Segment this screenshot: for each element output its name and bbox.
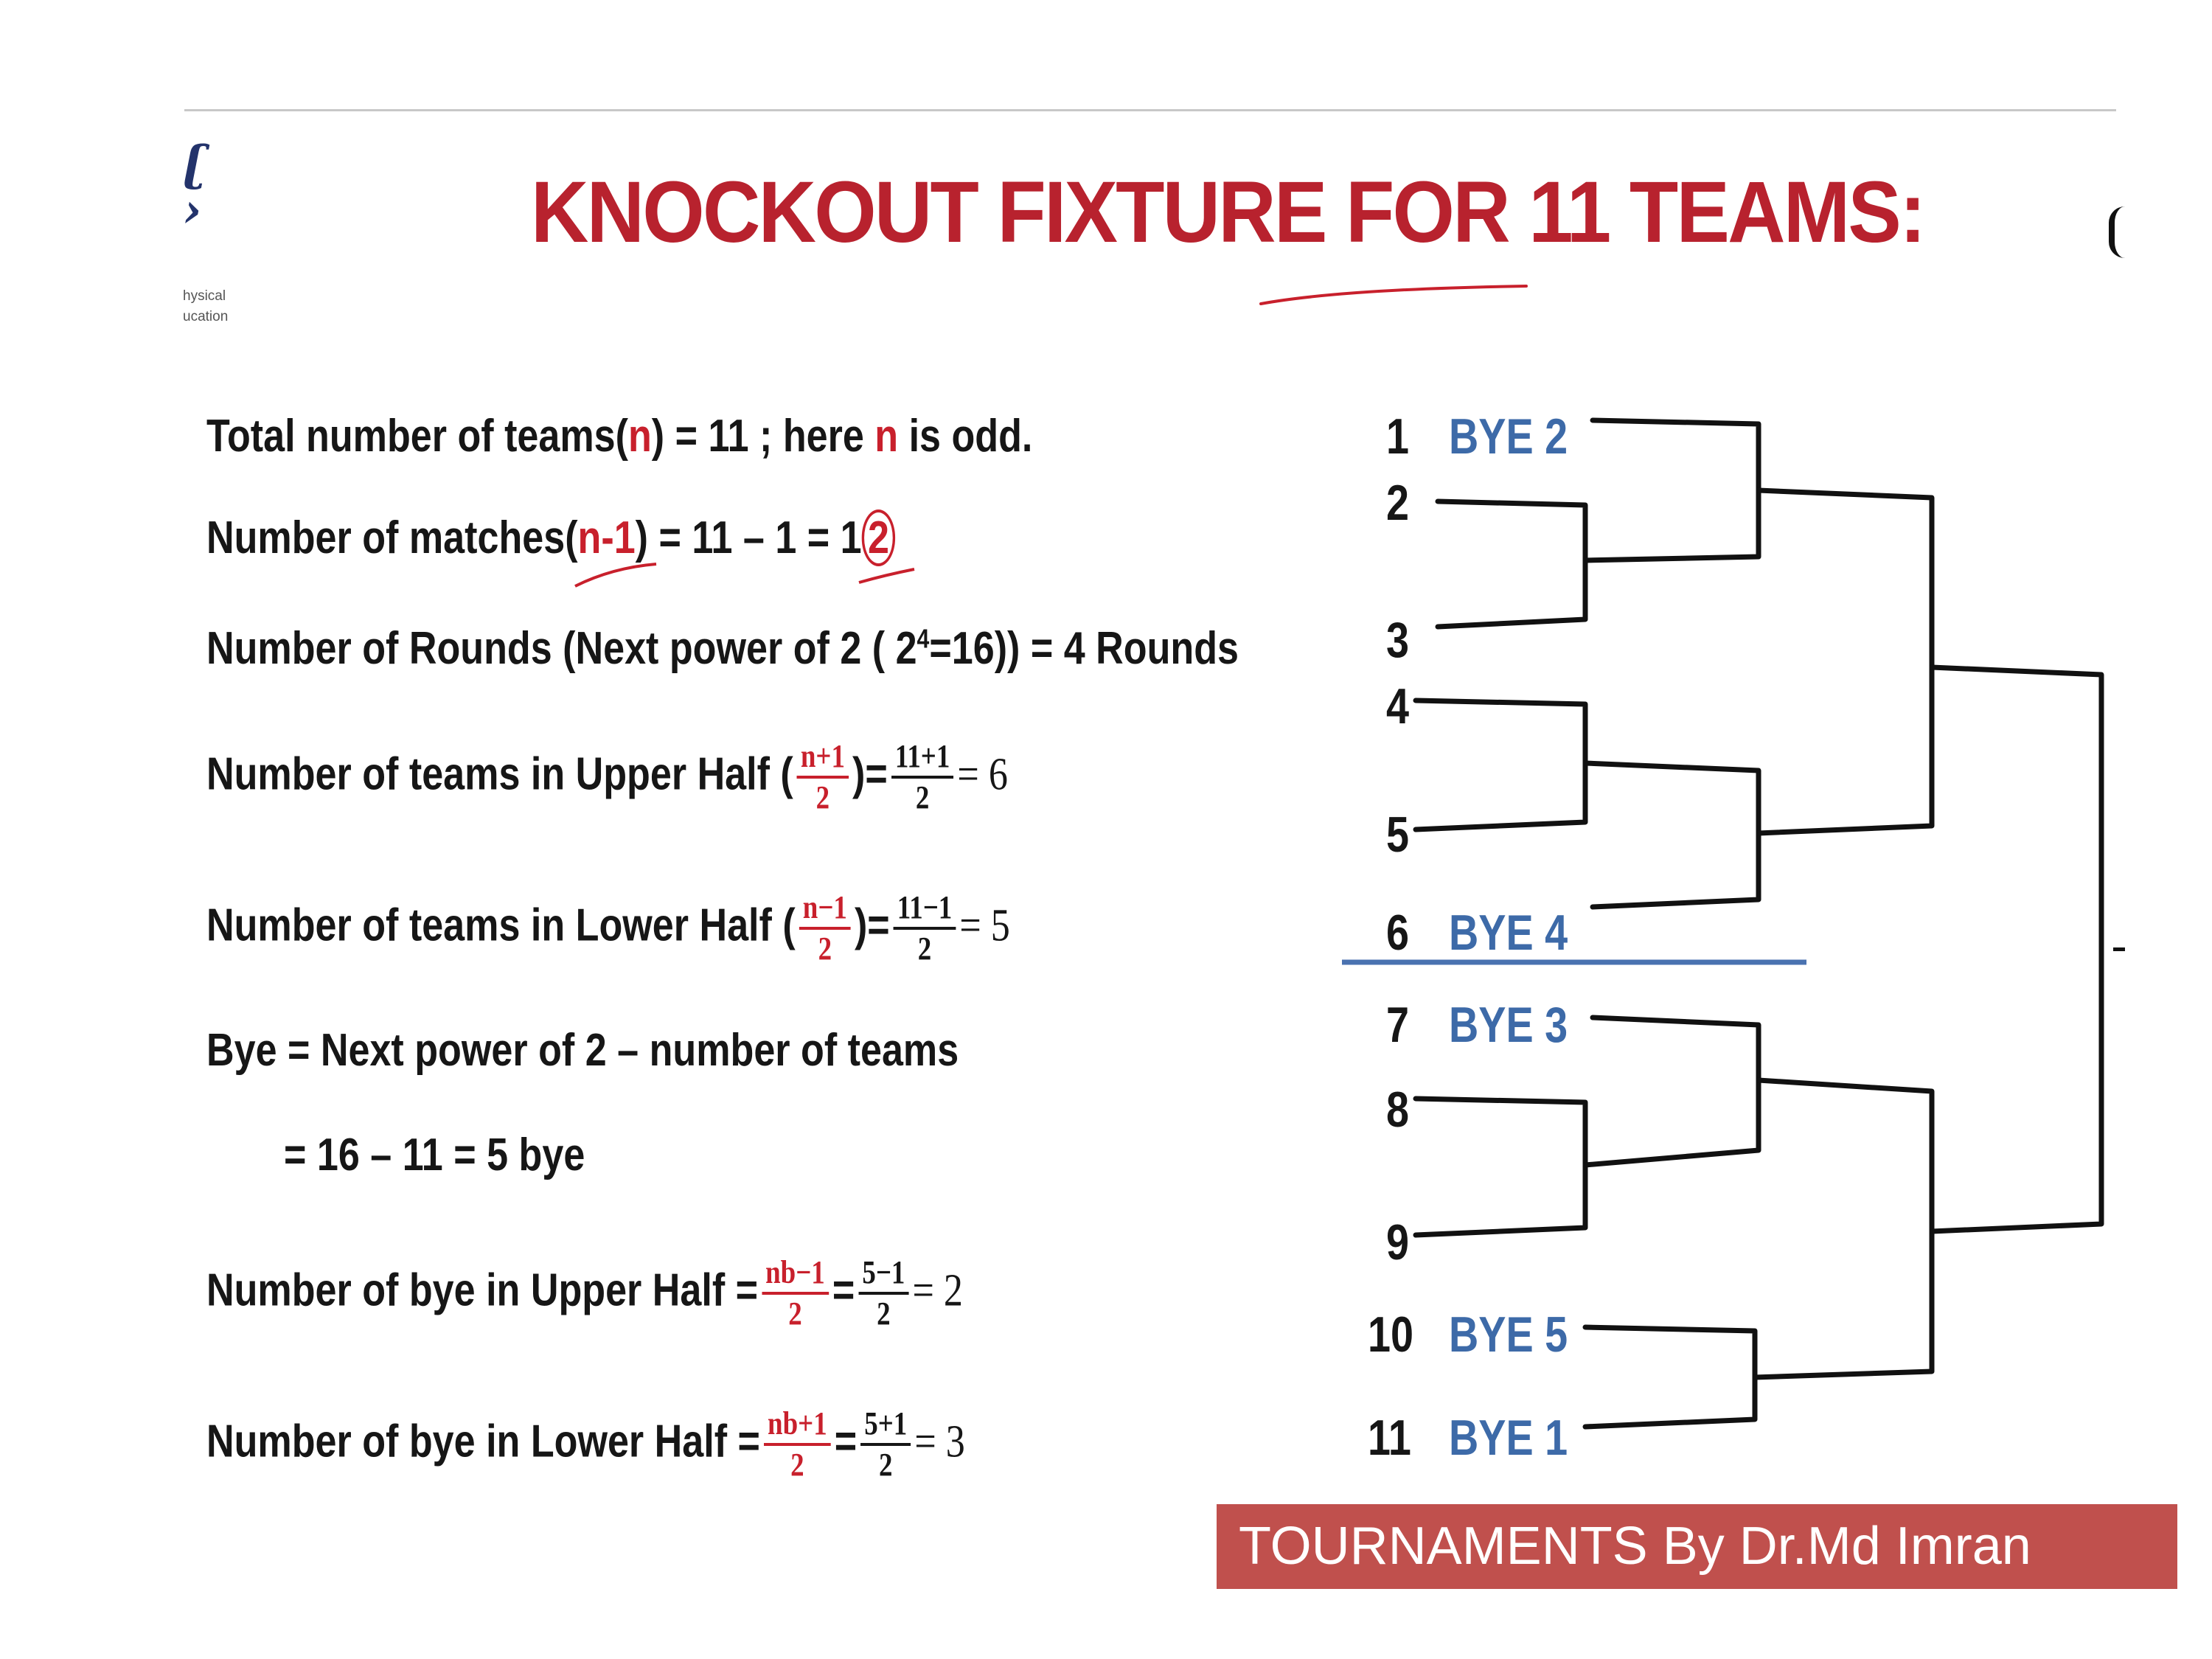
- team-10-number: 10: [1368, 1307, 1414, 1363]
- match-2-vs-3: [1435, 498, 1588, 630]
- team-11-bye: BYE 1: [1449, 1410, 1568, 1466]
- team-2-number: 2: [1386, 475, 1410, 531]
- upper-bye-text: Number of bye in Upper Half =: [206, 1265, 759, 1316]
- team-3-number: 3: [1386, 612, 1410, 668]
- team-7-number: 7: [1386, 997, 1410, 1053]
- match-1-vs-w23: [1582, 417, 1761, 563]
- total-teams-text: Total number of teams(: [206, 411, 628, 462]
- upper-half-text: Number of teams in Upper Half (: [206, 748, 793, 800]
- match-w45-vs-6: [1582, 760, 1761, 910]
- matches-text: Number of matches(: [206, 512, 578, 563]
- odd-note: is odd.: [898, 411, 1033, 462]
- n-minus-1-variable: n-1: [577, 512, 636, 563]
- team-11-number: 11: [1368, 1410, 1411, 1466]
- n-variable: n: [627, 411, 652, 462]
- footer-banner: TOURNAMENTS By Dr.Md Imran: [1217, 1504, 2177, 1589]
- team-7-bye: BYE 3: [1449, 997, 1568, 1053]
- match-7-vs-w89: [1582, 1015, 1761, 1168]
- team-6-number: 6: [1386, 905, 1410, 961]
- lower-bye-result: = 3: [914, 1416, 965, 1467]
- total-teams-line: Total number of teams(n) = 11 ; here n i…: [206, 407, 1032, 466]
- top-rule: [184, 109, 2116, 111]
- upper-semifinal: [1756, 487, 1935, 836]
- power-exponent: 4: [917, 623, 930, 654]
- lower-half-text: Number of teams in Lower Half (: [206, 900, 796, 951]
- n-variable-2: n: [874, 411, 899, 462]
- logo-mark: ʗ ›: [183, 136, 209, 238]
- team-4-number: 4: [1386, 678, 1410, 734]
- logo-text-line1: hysical: [183, 288, 226, 304]
- match-8-vs-9: [1413, 1096, 1588, 1238]
- logo-text-line2: ucation: [183, 309, 229, 324]
- rounds-text: Number of Rounds (Next power of 2 ( 2: [206, 623, 917, 674]
- bye-count-line: = 16 – 11 = 5 bye: [284, 1130, 585, 1180]
- match-10-vs-11: [1582, 1324, 1758, 1430]
- matches-value: ) = 11 – 1 = 1: [635, 512, 862, 563]
- handwritten-strokes: [574, 563, 915, 588]
- team-1-number: 1: [1386, 408, 1410, 465]
- team-1-bye: BYE 2: [1449, 408, 1568, 465]
- team-9-number: 9: [1386, 1214, 1410, 1270]
- team-8-number: 8: [1386, 1082, 1410, 1138]
- upper-bye-result: = 2: [912, 1265, 963, 1316]
- bracket-final-tick: [2113, 947, 2125, 951]
- cropped-edge-mark: [2109, 206, 2125, 258]
- team-10-bye: BYE 5: [1449, 1307, 1568, 1363]
- match-4-vs-5: [1413, 698, 1588, 832]
- matches-correction: 2: [861, 509, 896, 566]
- upper-half-result: = 6: [957, 749, 1008, 800]
- lower-bye-text: Number of bye in Lower Half =: [206, 1416, 760, 1467]
- lower-half-result: = 5: [959, 900, 1010, 951]
- team-6-bye: BYE 4: [1449, 905, 1568, 961]
- total-teams-value: ) = 11 ; here: [651, 411, 875, 462]
- team-5-number: 5: [1386, 807, 1410, 863]
- rounds-value: =16)) = 4 Rounds: [929, 623, 1239, 674]
- page-title: KNOCKOUT FIXTURE FOR 11 TEAMS:: [531, 164, 1926, 261]
- rounds-line: Number of Rounds (Next power of 2 ( 24=1…: [206, 619, 1239, 678]
- institution-logo: ʗ › hysical ucation: [183, 140, 249, 332]
- bye-definition-line: Bye = Next power of 2 – number of teams: [206, 1025, 959, 1076]
- title-underline-stroke: [1259, 285, 1528, 305]
- final-match: [1929, 664, 2104, 1234]
- lower-semifinal: [1752, 1077, 1935, 1380]
